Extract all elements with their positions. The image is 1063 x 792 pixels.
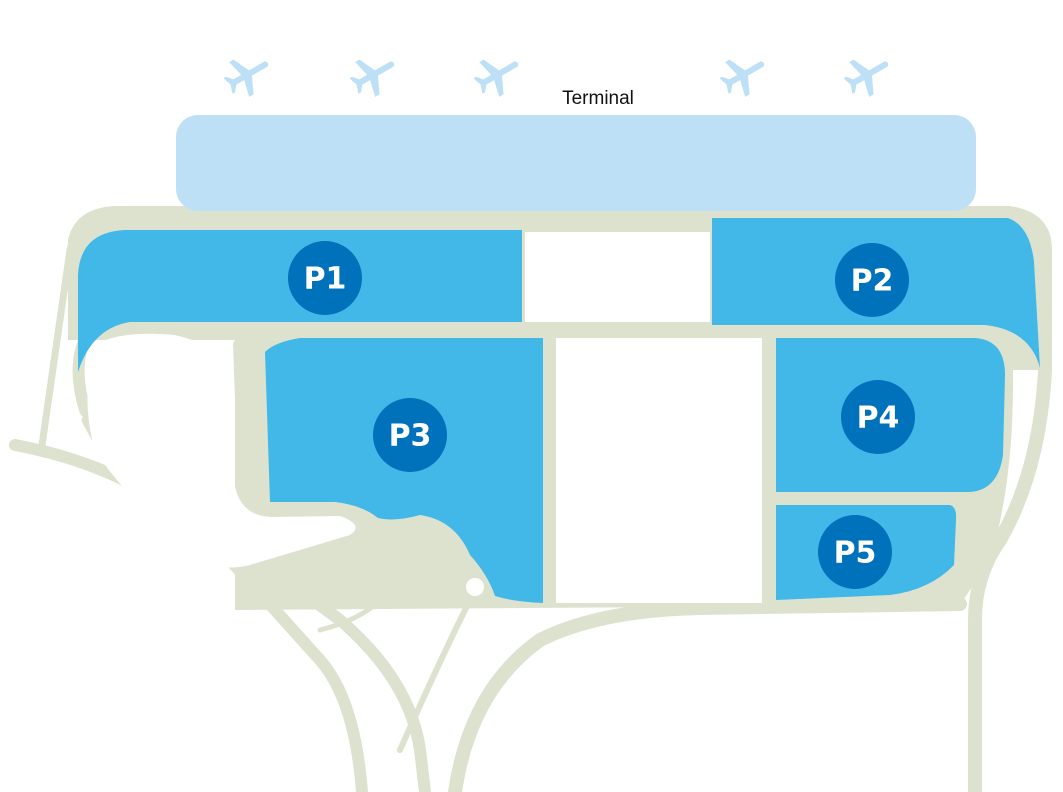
open-area [87, 333, 356, 568]
airplane-icon [719, 59, 765, 97]
airplane-icon [223, 59, 269, 97]
airplane-icon [473, 59, 519, 97]
lot-p3[interactable]: P3 [265, 338, 543, 603]
lot-p5[interactable]: P5 [776, 505, 957, 600]
lot-label: P5 [834, 536, 877, 571]
open-area [525, 232, 710, 322]
lot-p1[interactable]: P1 [78, 230, 522, 372]
parking-badge [288, 241, 362, 315]
parking-badge [835, 243, 909, 317]
parking-badge [373, 398, 447, 472]
lot-label: P4 [857, 401, 900, 436]
airplane-icon [843, 59, 889, 97]
airplane-icon [349, 59, 395, 97]
parking-badge [841, 380, 915, 454]
lot-label: P1 [304, 262, 347, 297]
lot-label: P3 [389, 419, 432, 454]
lot-p4[interactable]: P4 [776, 338, 1005, 492]
terminal-building [176, 115, 976, 211]
terminal-label: Terminal [562, 88, 634, 109]
airplanes [223, 59, 889, 97]
parking-badge [818, 515, 892, 589]
lot-p2[interactable]: P2 [712, 218, 1040, 368]
lot-label: P2 [851, 264, 894, 299]
open-area [556, 338, 762, 603]
